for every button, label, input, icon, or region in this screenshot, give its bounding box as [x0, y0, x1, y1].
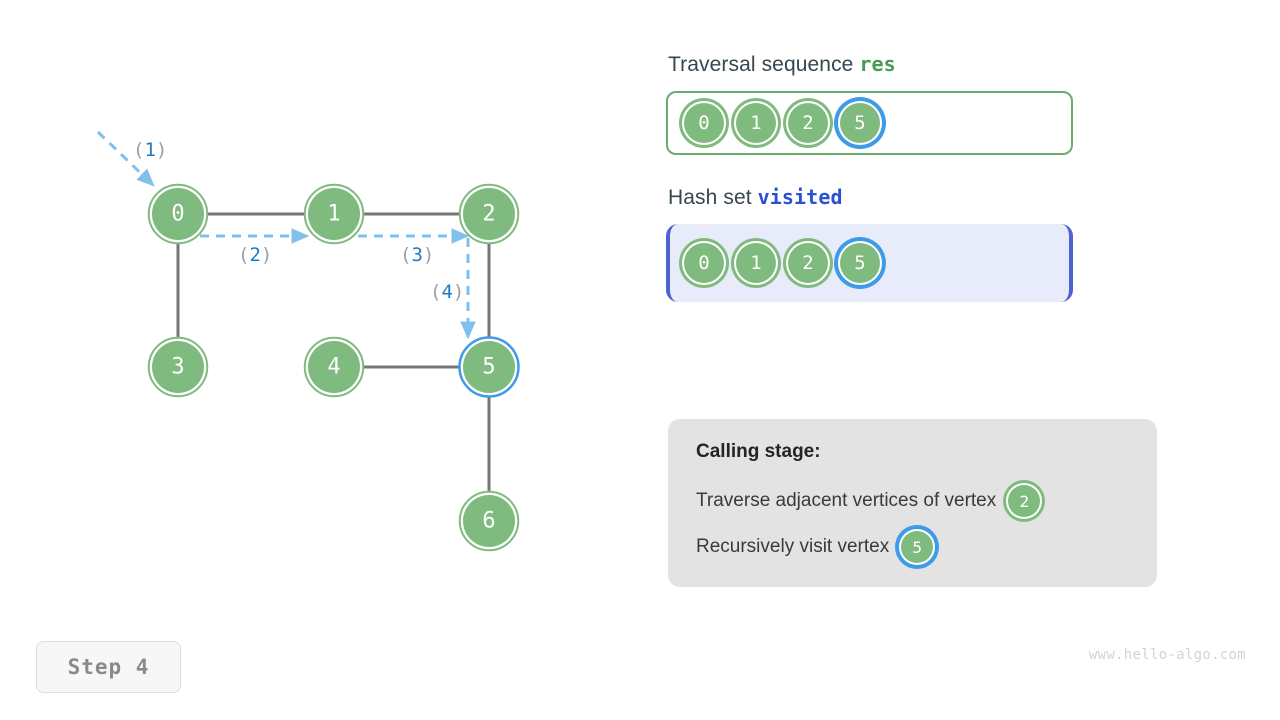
vertex-circle [463, 188, 515, 240]
vertex-circle [308, 188, 360, 240]
visited-section-title: Hash set visited [668, 185, 1166, 210]
graph-vertex-1[interactable]: 1 [303, 183, 365, 245]
visited-code-label: visited [757, 185, 843, 209]
vertex-ring-gap [149, 338, 207, 396]
vertex-label: 3 [171, 355, 184, 380]
vertex-ring [458, 336, 520, 398]
visited-item-2: 2 [786, 241, 830, 285]
calling-stage-line-2-text: Recursively visit vertex [696, 536, 890, 557]
visited-item-1: 1 [734, 241, 778, 285]
vertex-label: 1 [327, 202, 340, 227]
visited-item-0: 0 [682, 241, 726, 285]
vertex-ring [458, 490, 520, 552]
vertex-circle [308, 341, 360, 393]
visited-title-text: Hash set [668, 186, 758, 209]
graph-vertex-2[interactable]: 2 [458, 183, 520, 245]
res-code-label: res [859, 52, 896, 76]
vertex-circle [463, 495, 515, 547]
graph-vertex-4[interactable]: 4 [303, 336, 365, 398]
vertex-ring [147, 183, 209, 245]
vertex-label: 5 [482, 355, 495, 380]
res-title-text: Traversal sequence [668, 53, 860, 76]
traversal-arrow-labels: (1) (2) (3) (4) [133, 139, 464, 303]
vertex-ring [147, 336, 209, 398]
visited-item-3: 5 [838, 241, 882, 285]
graph-svg: 0 1 2 3 4 5 6 (1) (2) (3) (4) [96, 130, 520, 552]
calling-stage-line-1-badge: 2 [1006, 483, 1043, 519]
vertex-ring-gap [149, 185, 207, 243]
vertex-ring-gap [305, 185, 363, 243]
vertex-label: 2 [482, 202, 495, 227]
vertex-label: 6 [482, 509, 495, 534]
traversal-label-2: (2) [238, 244, 272, 266]
vertex-ring [303, 183, 365, 245]
calling-stage-title: Calling stage: [696, 441, 821, 462]
vertex-ring-gap [305, 338, 363, 396]
calling-stage-line-2-badge: 5 [899, 529, 936, 565]
graph-panel: 0 1 2 3 4 5 6 (1) (2) (3) (4) [0, 0, 640, 620]
res-item-1: 1 [734, 101, 778, 145]
graph-edges [176, 212, 491, 494]
graph-vertex-6[interactable]: 6 [458, 490, 520, 552]
vertex-ring-gap [460, 338, 518, 396]
traversal-arrows [96, 130, 476, 340]
step-badge: Step 4 [36, 641, 181, 693]
traversal-label-4: (4) [430, 281, 464, 303]
graph-vertex-3[interactable]: 3 [147, 336, 209, 398]
res-item-2: 2 [786, 101, 830, 145]
res-section-title: Traversal sequence res [668, 52, 1166, 77]
res-item-3: 5 [838, 101, 882, 145]
calling-stage-line-2: Recursively visit vertex 5 [696, 529, 1131, 565]
vertex-circle [152, 188, 204, 240]
vertex-circle [152, 341, 204, 393]
vertex-ring-gap [460, 492, 518, 550]
vertex-ring [458, 183, 520, 245]
calling-stage-line-1-text: Traverse adjacent vertices of vertex [696, 490, 997, 511]
graph-vertex-5[interactable]: 5 [458, 336, 520, 398]
vertex-label: 4 [327, 355, 340, 380]
watermark: www.hello-algo.com [1088, 647, 1246, 663]
graph-vertices: 0 1 2 3 4 5 6 [147, 183, 520, 552]
res-item-0: 0 [682, 101, 726, 145]
traversal-label-3: (3) [400, 244, 434, 266]
calling-stage-panel: Calling stage: Traverse adjacent vertice… [668, 419, 1157, 587]
graph-vertex-0[interactable]: 0 [147, 183, 209, 245]
vertex-label: 0 [171, 202, 184, 227]
traversal-label-1: (1) [133, 139, 167, 161]
vertex-ring [303, 336, 365, 398]
calling-stage-line-1: Traverse adjacent vertices of vertex 2 [696, 483, 1131, 519]
vertex-ring-gap [460, 185, 518, 243]
vertex-circle [463, 341, 515, 393]
traversal-arrow-1 [96, 130, 155, 187]
